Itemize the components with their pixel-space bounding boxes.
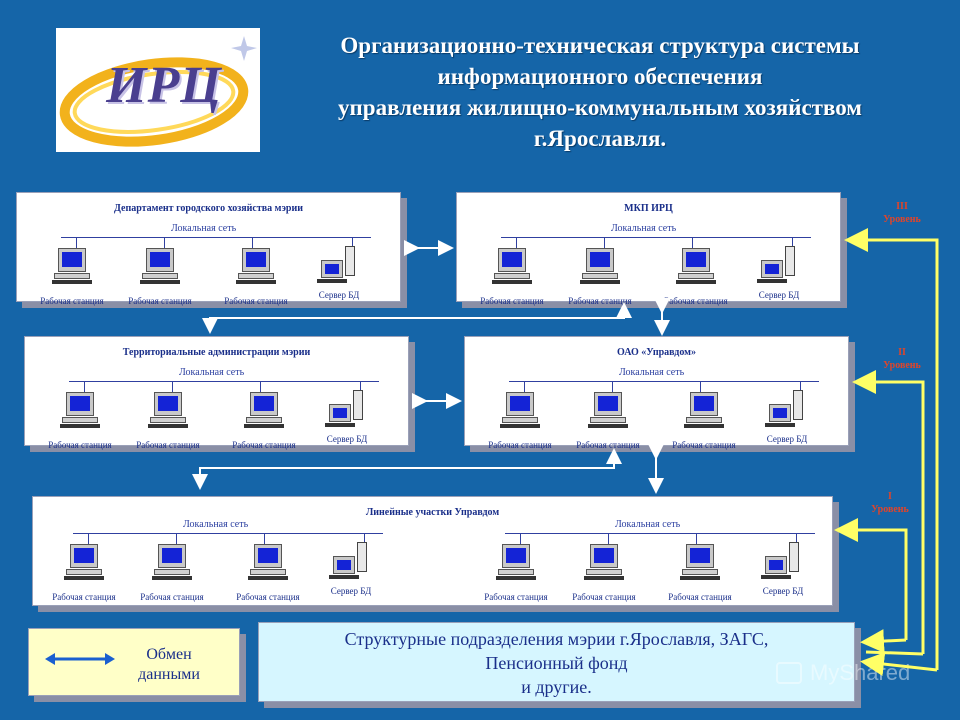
network-line bbox=[505, 533, 815, 534]
workstation: Рабочая станция bbox=[35, 392, 125, 454]
db-server: Сервер БД bbox=[751, 542, 815, 604]
network-line bbox=[501, 237, 811, 238]
watermark-icon bbox=[776, 662, 802, 684]
network-line bbox=[61, 237, 371, 238]
territorial-box: Территориальные администрации мэрии Лока… bbox=[24, 336, 409, 450]
network-label: Локальная сеть bbox=[171, 223, 237, 234]
network-label: Локальная сеть bbox=[611, 223, 677, 234]
upravdom-title: ОАО «Управдом» bbox=[617, 347, 696, 358]
level-connectors bbox=[834, 228, 939, 676]
workstation: Рабочая станция bbox=[651, 248, 741, 310]
title-line-4: г.Ярославля. bbox=[533, 126, 667, 151]
department-title: Департамент городского хозяйства мэрии bbox=[114, 203, 303, 214]
workstation: Рабочая станция bbox=[219, 392, 309, 454]
workstation: Рабочая станция bbox=[471, 544, 561, 606]
title-line-3: управления жилищно-коммунальным хозяйств… bbox=[338, 95, 862, 120]
workstation: Рабочая станция bbox=[27, 248, 117, 310]
watermark-text: MyShared bbox=[810, 660, 911, 685]
network-line bbox=[69, 381, 379, 382]
territorial-title: Территориальные администрации мэрии bbox=[122, 347, 311, 358]
workstation: Рабочая станция bbox=[559, 544, 649, 606]
department-box: Департамент городского хозяйства мэрии Л… bbox=[16, 192, 401, 306]
db-server: Сервер БД bbox=[747, 246, 811, 308]
title-line-2: информационного обеспечения bbox=[437, 64, 763, 89]
linear-title: Линейные участки Управдом bbox=[365, 507, 500, 518]
workstation: Рабочая станция bbox=[659, 392, 749, 454]
flow-arrow bbox=[192, 452, 615, 490]
network-label: Локальная сеть bbox=[619, 367, 685, 378]
workstation: Рабочая станция bbox=[475, 392, 565, 454]
workstation: Рабочая станция bbox=[115, 248, 205, 310]
mkp-box: МКП ИРЦ Локальная сеть Рабочая станция Р… bbox=[456, 192, 841, 306]
workstation: Рабочая станция bbox=[555, 248, 645, 310]
workstation: Рабочая станция bbox=[223, 544, 313, 606]
linear-sections-box: Линейные участки Управдом Локальная сеть… bbox=[32, 496, 833, 606]
network-label: Локальная сеть bbox=[615, 519, 681, 530]
workstation: Рабочая станция bbox=[655, 544, 745, 606]
legend-arrow-icon bbox=[45, 653, 115, 665]
network-line bbox=[509, 381, 819, 382]
workstation: Рабочая станция bbox=[39, 544, 129, 606]
page-title: Организационно-техническая структура сис… bbox=[280, 30, 920, 154]
other-units-box: Структурные подразделения мэрии г.Яросла… bbox=[258, 622, 855, 702]
workstation: Рабочая станция bbox=[563, 392, 653, 454]
logo-swoosh-graphic bbox=[59, 36, 257, 147]
db-server: Сервер БД bbox=[319, 542, 383, 604]
upravdom-box: ОАО «Управдом» Локальная сеть Рабочая ст… bbox=[464, 336, 849, 450]
workstation: Рабочая станция bbox=[467, 248, 557, 310]
workstation: Рабочая станция bbox=[123, 392, 213, 454]
logo-text: ИРЦ bbox=[106, 57, 222, 114]
irc-logo: ИРЦ bbox=[56, 28, 260, 152]
db-server: Сервер БД bbox=[315, 390, 379, 452]
title-line-1: Организационно-техническая структура сис… bbox=[340, 33, 860, 58]
workstation: Рабочая станция bbox=[211, 248, 301, 310]
db-server: Сервер БД bbox=[307, 246, 371, 308]
network-line bbox=[73, 533, 383, 534]
workstation: Рабочая станция bbox=[127, 544, 217, 606]
network-label: Локальная сеть bbox=[183, 519, 249, 530]
db-server: Сервер БД bbox=[755, 390, 819, 452]
network-label: Локальная сеть bbox=[179, 367, 245, 378]
other-units-text: Структурные подразделения мэрии г.Яросла… bbox=[344, 629, 769, 697]
mkp-title: МКП ИРЦ bbox=[624, 203, 673, 214]
